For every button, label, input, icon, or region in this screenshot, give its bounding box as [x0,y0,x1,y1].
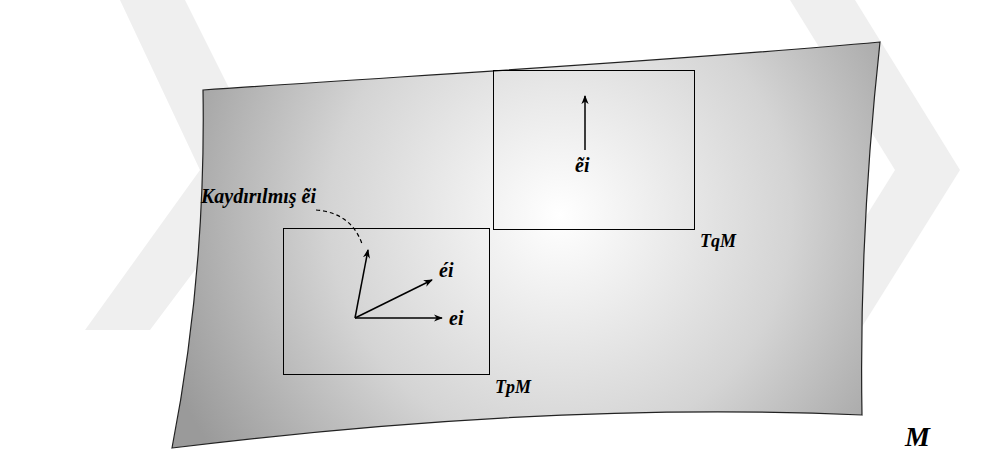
vector-label: ei [449,307,463,329]
leader-line [316,210,362,244]
tangent-plane: ẽiTqM [493,70,695,230]
space-label: M [905,422,930,453]
vector-arrow [355,317,442,319]
space-label: TqM [700,232,736,252]
space-label: TpM [495,378,531,398]
vector-arrow [584,96,586,150]
vector-label: Kaydırılmış ẽi [201,185,316,207]
vector-label: éi [439,259,453,281]
vector-label: ẽi [575,154,589,176]
vector-arrow [355,280,432,318]
vector-arrow [355,250,368,318]
tangent-plane: Kaydırılmış ẽiéieiTpM [283,228,490,375]
manifold-surface [172,42,880,448]
